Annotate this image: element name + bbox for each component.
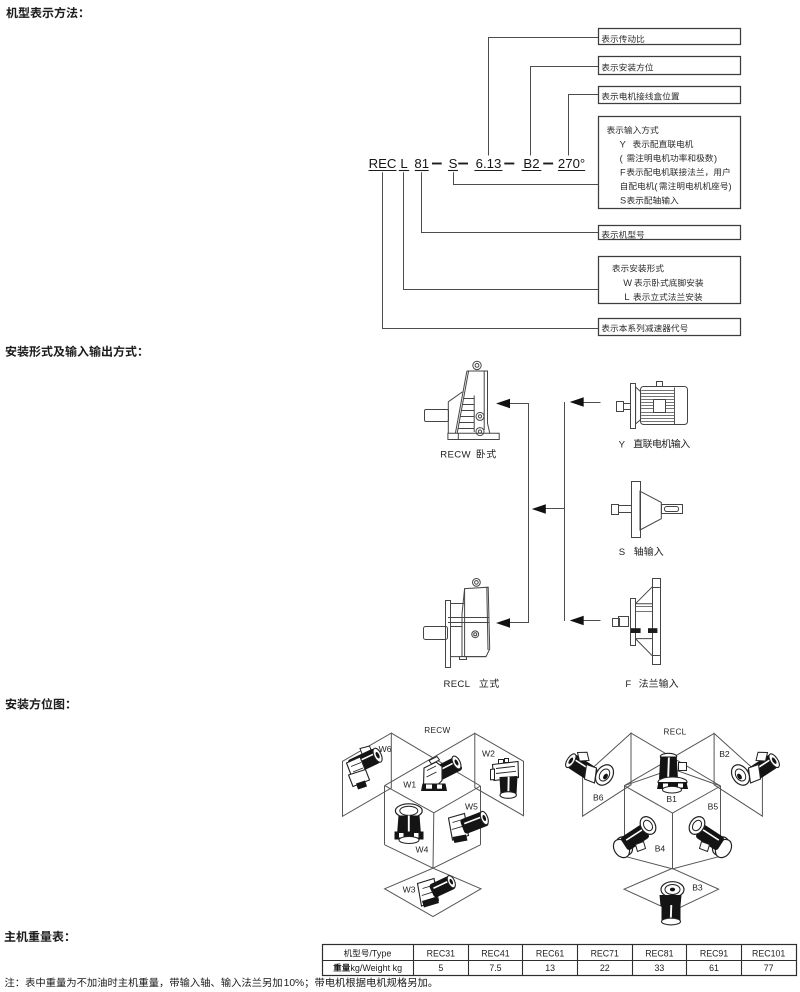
svg-text:33: 33 (654, 963, 664, 973)
svg-text:W1: W1 (403, 780, 416, 790)
svg-text:W2: W2 (482, 748, 495, 758)
svg-text:(: ( (654, 181, 658, 191)
svg-text:/Type: /Type (369, 948, 391, 958)
svg-text:B1: B1 (666, 794, 677, 804)
svg-text:REC: REC (369, 156, 397, 171)
svg-text:): ) (729, 181, 732, 191)
svg-text:S: S (449, 156, 458, 171)
svg-text:B3: B3 (692, 883, 703, 893)
svg-text:W3: W3 (403, 885, 416, 895)
svg-text:W6: W6 (379, 744, 392, 754)
svg-text:REC81: REC81 (645, 948, 673, 958)
svg-text:S: S (620, 196, 626, 206)
svg-text:REC61: REC61 (536, 948, 564, 958)
svg-text:13: 13 (545, 963, 555, 973)
svg-text:270°: 270° (558, 156, 585, 171)
svg-text:W4: W4 (416, 844, 429, 854)
svg-text:(: ( (620, 153, 624, 163)
svg-text:77: 77 (764, 963, 774, 973)
svg-text:L: L (400, 156, 407, 171)
svg-text:81: 81 (414, 156, 429, 171)
svg-text:RECL: RECL (444, 679, 471, 690)
svg-text:F: F (625, 679, 631, 690)
svg-text:S: S (619, 547, 625, 558)
svg-text:W: W (623, 278, 632, 288)
svg-text:): ) (714, 153, 717, 163)
svg-text:B2: B2 (719, 749, 730, 759)
svg-text:REC91: REC91 (700, 948, 728, 958)
svg-text:REC101: REC101 (752, 948, 785, 958)
svg-text:REC31: REC31 (427, 948, 455, 958)
svg-text:REC41: REC41 (481, 948, 509, 958)
svg-text:Y: Y (619, 439, 626, 450)
svg-text:6.13: 6.13 (476, 156, 502, 171)
svg-text:7.5: 7.5 (489, 963, 501, 973)
svg-text:F: F (620, 167, 626, 177)
svg-text:RECL: RECL (664, 728, 687, 737)
svg-text:kg/Weight kg: kg/Weight kg (350, 963, 402, 973)
svg-text:REC71: REC71 (591, 948, 619, 958)
svg-text:RECW: RECW (424, 726, 450, 735)
svg-text:W5: W5 (465, 802, 478, 812)
svg-text:B5: B5 (708, 802, 719, 812)
svg-text:5: 5 (438, 963, 443, 973)
svg-text:RECW: RECW (440, 450, 471, 461)
svg-text:22: 22 (600, 963, 610, 973)
svg-text:Y: Y (620, 139, 626, 149)
svg-text:61: 61 (709, 963, 719, 973)
svg-text:L: L (624, 292, 629, 302)
svg-text:B2: B2 (523, 156, 539, 171)
svg-text:B4: B4 (655, 844, 666, 854)
svg-text:10%: 10% (284, 978, 305, 989)
svg-text:B6: B6 (593, 793, 604, 803)
